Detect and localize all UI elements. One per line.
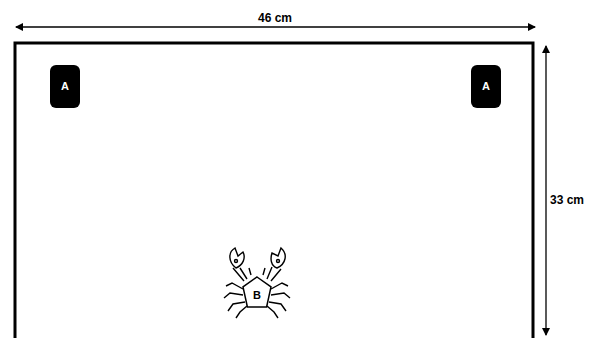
height-arrow [545,46,546,335]
node-label: B [253,290,261,301]
object-block: A [471,65,501,108]
width-arrow [16,26,535,27]
crab-body: B [242,276,272,308]
crab-drawing [224,248,290,318]
width-dimension: 46 cm [258,11,292,25]
tank-outline [15,43,533,338]
node-label: A [482,81,490,92]
object-block: A [50,65,80,108]
height-dimension: 33 cm [550,193,584,207]
node-label: A [61,81,69,92]
